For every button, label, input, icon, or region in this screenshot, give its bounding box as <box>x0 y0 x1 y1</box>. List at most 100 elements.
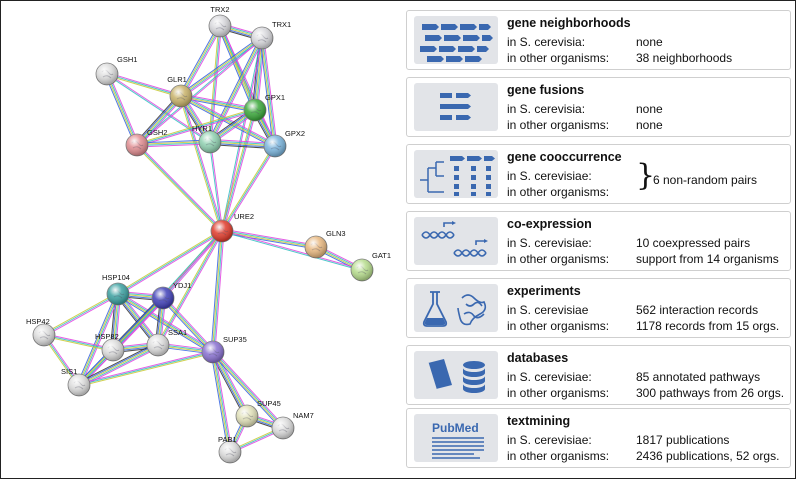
protein-node-gsh1[interactable]: GSH1 <box>95 55 137 86</box>
row-label: in other organisms: <box>507 252 610 266</box>
row-label: in S. cerevisia: <box>507 35 586 49</box>
node-label: SIS1 <box>61 367 77 376</box>
interaction-edge <box>211 350 285 430</box>
row-label: in S. cerevisiae: <box>507 236 592 250</box>
protein-node-gln3[interactable]: GLN3 <box>304 229 346 259</box>
node-label: GSH2 <box>147 128 167 137</box>
interaction-edge <box>43 333 114 352</box>
edge-line <box>118 231 223 296</box>
row-label: in S. cerevisiae: <box>507 370 592 384</box>
protein-node-ure2[interactable]: URE2 <box>210 212 254 243</box>
edge-line <box>137 38 263 146</box>
protein-node-gat1[interactable]: GAT1 <box>350 251 391 282</box>
edge-line <box>137 142 211 147</box>
node-label: GSH1 <box>117 55 137 64</box>
edge-line <box>221 231 362 272</box>
node-label: YDJ1 <box>173 281 191 290</box>
edge-line <box>181 95 224 231</box>
panel-title: gene neighborhoods <box>507 16 631 30</box>
protein-node-sup35[interactable]: SUP35 <box>201 335 247 364</box>
edge-line <box>210 230 221 352</box>
protein-node-ydj1[interactable]: YDJ1 <box>151 281 191 310</box>
interaction-edge <box>207 36 265 144</box>
protein-node-hsp82[interactable]: HSP82 <box>95 332 125 362</box>
protein-node-gpx1[interactable]: GPX1 <box>243 93 285 122</box>
protein-node-pab1[interactable]: PAB1 <box>218 435 242 464</box>
edge-line <box>211 352 230 453</box>
node-label: HYR1 <box>192 124 212 133</box>
edge-line <box>163 231 224 300</box>
edge-line <box>79 294 120 386</box>
interaction-edge <box>136 139 211 148</box>
protein-node-gsh2[interactable]: GSH2 <box>125 128 167 157</box>
edge-line <box>259 38 274 147</box>
edge-line <box>212 351 248 417</box>
edge-line <box>114 299 166 353</box>
edge-line <box>104 74 136 146</box>
protein-node-trx1[interactable]: TRX1 <box>250 20 291 50</box>
panel-gene-fusions: gene fusions in S. cerevisia: none in ot… <box>406 77 791 137</box>
edge-line <box>136 144 223 232</box>
row-value: none <box>636 118 663 132</box>
interaction-edge <box>135 143 224 233</box>
edge-line <box>111 296 163 350</box>
pubmed-icon: PubMed <box>414 414 498 462</box>
edge-line <box>76 293 117 385</box>
edge-line <box>260 38 275 147</box>
interaction-edge <box>221 229 363 272</box>
interaction-edge <box>221 228 317 250</box>
node-highlight <box>147 334 169 356</box>
edge-line <box>162 298 213 353</box>
interaction-edge <box>104 73 140 146</box>
edge-line <box>181 94 256 110</box>
protein-node-gpx2[interactable]: GPX2 <box>263 129 305 158</box>
edge-line <box>220 37 262 231</box>
interaction-edge <box>106 72 182 98</box>
edge-line <box>44 294 119 337</box>
panel-title: co-expression <box>507 217 592 231</box>
panel-title: textmining <box>507 414 571 428</box>
panel-experiments: experiments in S. cerevisiae 562 interac… <box>406 278 791 338</box>
panel-databases: databases in S. cerevisiae: 85 annotated… <box>406 345 791 405</box>
node-label: GLN3 <box>326 229 346 238</box>
protein-node-hsp42[interactable]: HSP42 <box>26 317 56 347</box>
node-highlight <box>244 99 266 121</box>
edge-line <box>80 294 121 386</box>
edge-line <box>222 228 317 246</box>
edge-line <box>182 26 223 98</box>
node-highlight <box>202 341 224 363</box>
node-highlight <box>272 417 294 439</box>
edge-line <box>136 109 256 146</box>
edge-line <box>181 94 276 146</box>
node-highlight <box>170 85 192 107</box>
node-label: NAM7 <box>293 411 314 420</box>
interaction-edge <box>259 37 278 147</box>
row-label: in other organisms: <box>507 319 610 333</box>
interaction-edge <box>77 342 160 388</box>
edge-line <box>210 141 224 231</box>
edge-line <box>208 25 220 142</box>
node-highlight <box>199 131 221 153</box>
cooccurrence-summary: 6 non-random pairs <box>653 173 758 187</box>
protein-node-sup45[interactable]: SUP45 <box>235 399 281 428</box>
protein-node-ssa1[interactable]: SSA1 <box>146 328 187 357</box>
row-label: in other organisms: <box>507 386 610 400</box>
protein-node-nam7[interactable]: NAM7 <box>271 411 314 440</box>
interaction-edge <box>161 296 215 354</box>
protein-node-hsp104[interactable]: HSP104 <box>102 273 130 306</box>
node-label: TRX1 <box>272 20 291 29</box>
protein-node-trx2[interactable]: TRX2 <box>208 5 232 38</box>
edge-line <box>79 352 214 387</box>
protein-node-glr1[interactable]: GLR1 <box>167 75 193 108</box>
protein-node-hyr1[interactable]: HYR1 <box>192 124 222 154</box>
panel-co-expression: co-expression in S. cerevisiae: 10 coexp… <box>406 211 791 271</box>
row-label: in other organisms: <box>507 185 610 199</box>
databases-icon <box>414 351 498 399</box>
edge-line <box>179 97 275 149</box>
node-highlight <box>68 374 90 396</box>
edge-line <box>135 145 222 233</box>
node-label: SSA1 <box>168 328 187 337</box>
node-label: HSP42 <box>26 317 50 326</box>
edge-line <box>108 73 140 145</box>
protein-node-sis1[interactable]: SIS1 <box>61 367 91 397</box>
